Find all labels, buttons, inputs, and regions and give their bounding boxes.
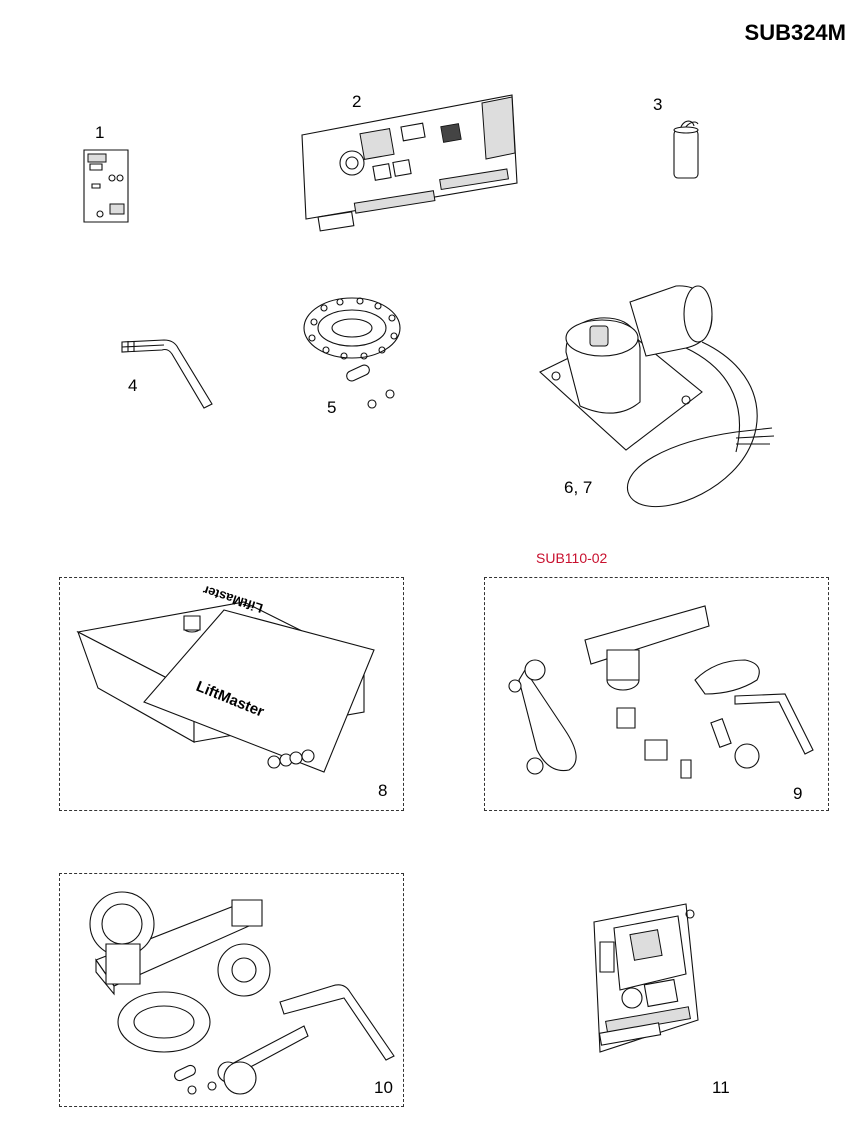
part-label-8: 8 (378, 781, 388, 800)
kit-box-9: 9 (484, 577, 829, 811)
part-2-control-board (302, 95, 520, 230)
part-11-control-enclosure (586, 902, 706, 1060)
model-code: SUB324M (744, 20, 846, 45)
part-label-9: 9 (793, 784, 803, 803)
part-6-7-motor-assembly (536, 282, 776, 522)
part-label-4: 4 (128, 376, 138, 395)
part-3-capacitor (670, 116, 704, 184)
part-4-hex-key (118, 336, 218, 416)
kit-box-8: LiftMaster LiftMaster 8 (59, 577, 404, 811)
part-label-11: 11 (712, 1078, 730, 1097)
part-label-10: 10 (374, 1078, 393, 1097)
part-label-1: 1 (95, 123, 105, 142)
part-label-6-7: 6, 7 (564, 478, 593, 497)
part-1-receiver-board (82, 148, 132, 224)
part-label-2: 2 (352, 92, 362, 111)
part-label-3: 3 (653, 95, 663, 114)
kit-reference: SUB110-02 (536, 550, 608, 566)
part-5-chain-kit (300, 292, 410, 418)
part-label-5: 5 (327, 398, 337, 417)
kit-box-10: 10 (59, 873, 404, 1107)
